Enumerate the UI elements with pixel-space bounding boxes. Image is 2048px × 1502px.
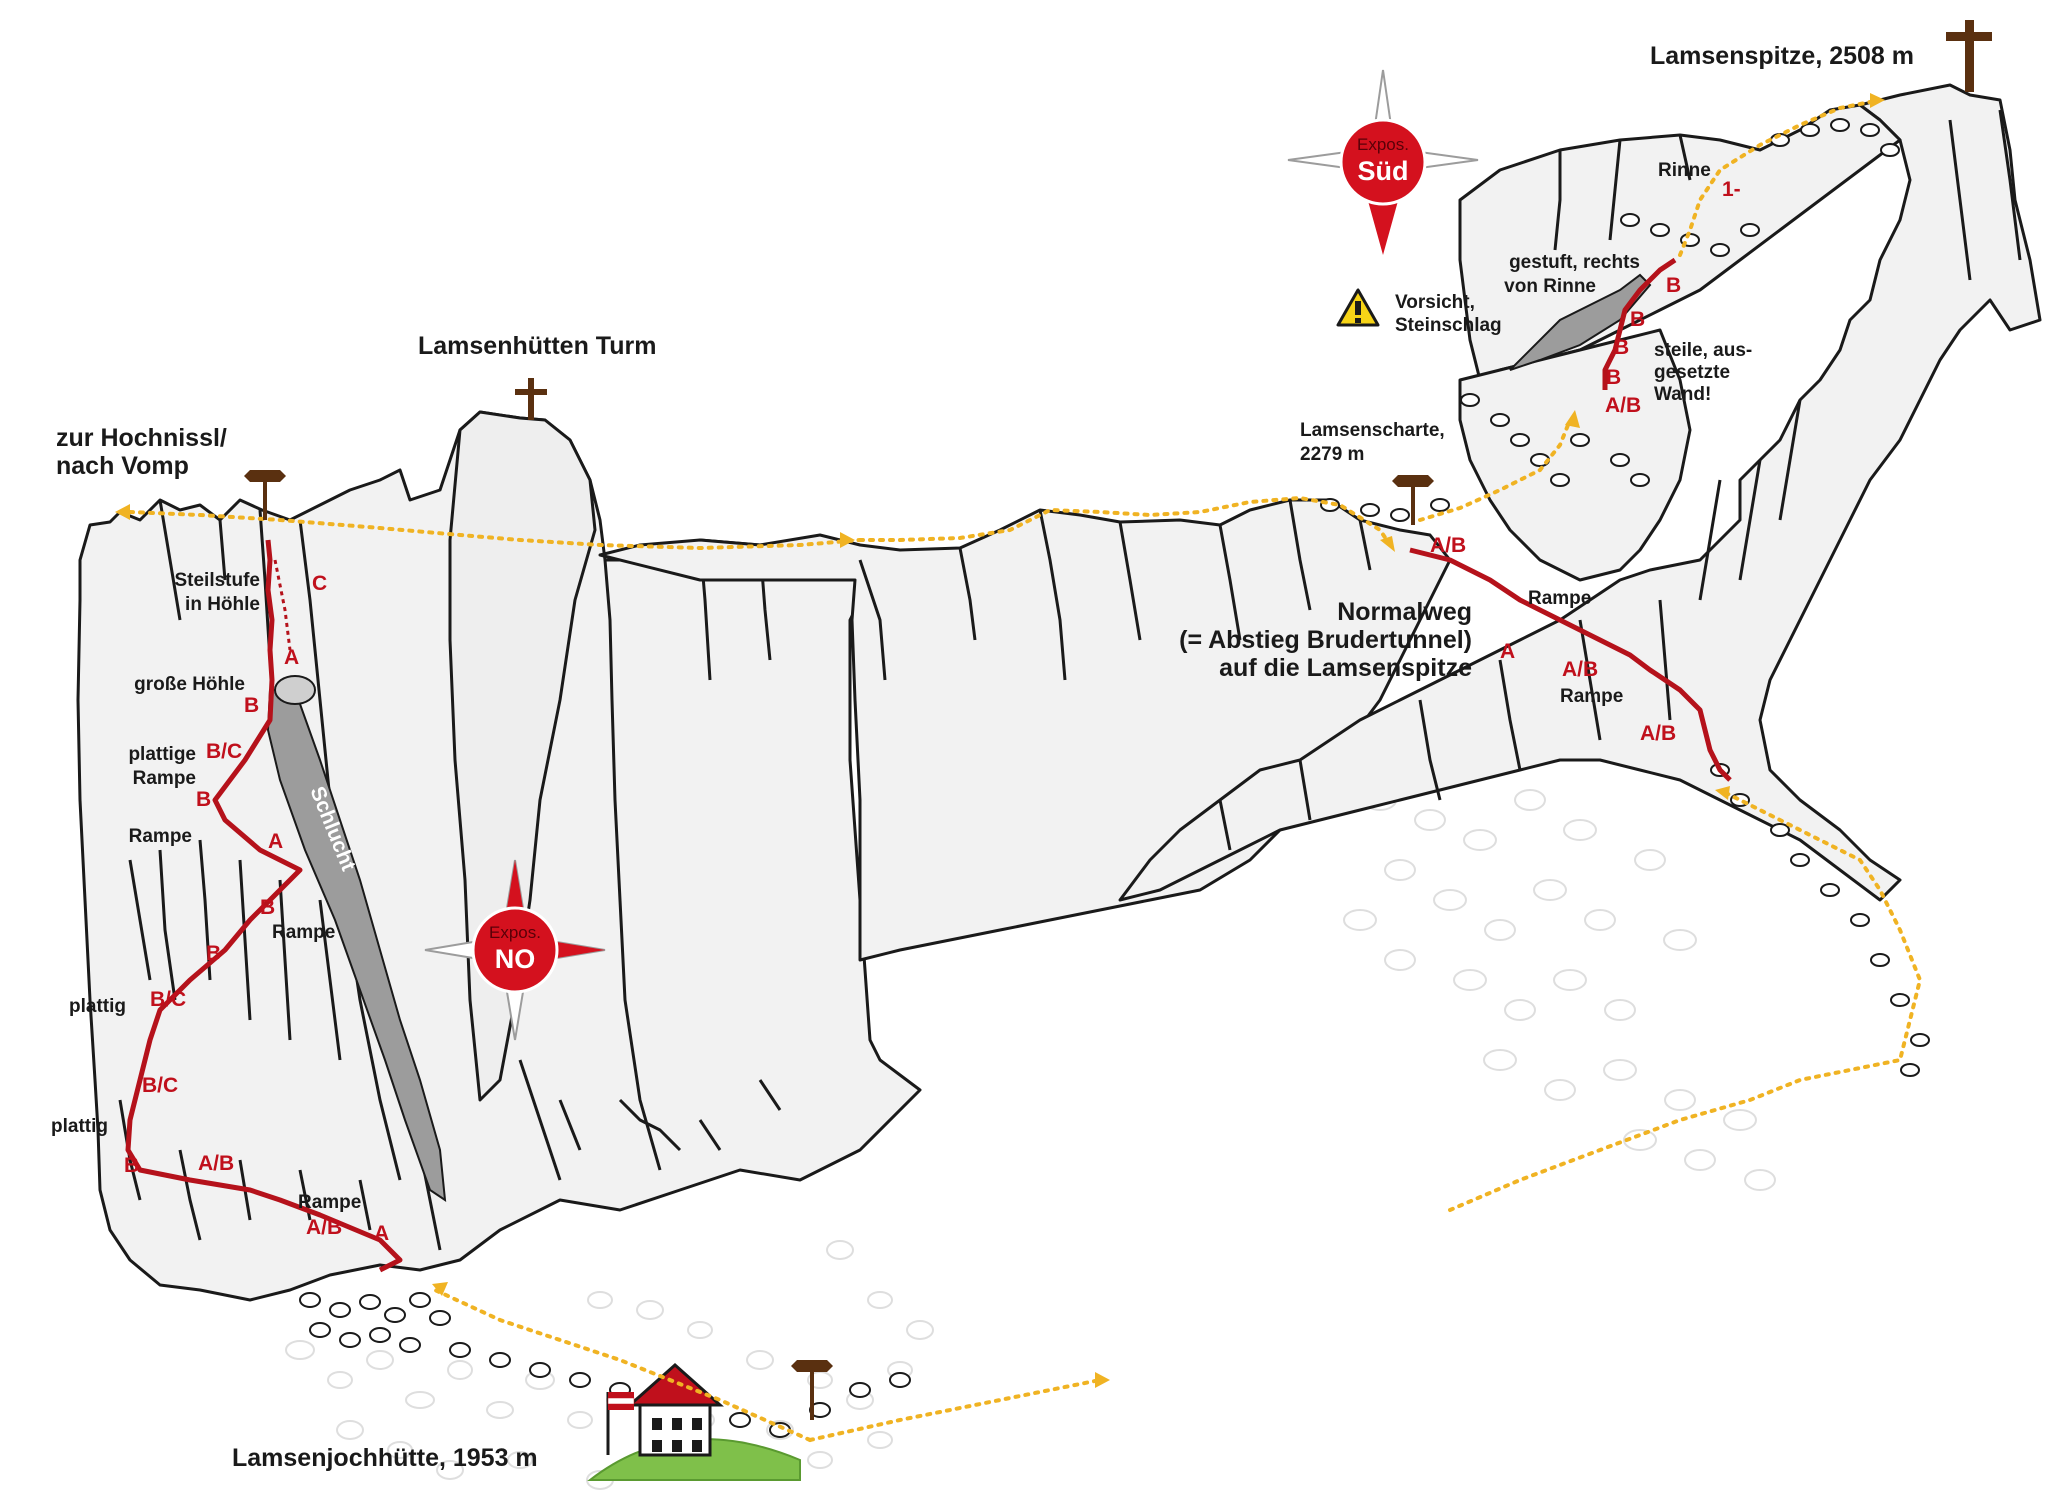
route-right-lower xyxy=(1409,547,1732,782)
note-grosse-hoehle: große Höhle xyxy=(134,674,245,695)
austria-flag-icon xyxy=(606,1392,635,1455)
compass-sued-direction: Süd xyxy=(1358,156,1409,186)
grade: B/C xyxy=(206,740,242,763)
note-gestuft-2: von Rinne xyxy=(1504,276,1596,297)
grade: B xyxy=(196,788,211,811)
grade: A/B xyxy=(1562,658,1598,681)
grade: B xyxy=(260,896,275,919)
note-steilstufe-2: in Höhle xyxy=(185,594,260,615)
grade: B xyxy=(1630,308,1645,331)
signpost-icon xyxy=(1392,475,1434,525)
grade: B/C xyxy=(142,1074,178,1097)
rock-wall-right xyxy=(1118,83,2042,902)
schlucht-gully xyxy=(266,689,447,1203)
note-plattige-1: plattige xyxy=(128,744,196,765)
summit-cross-icon xyxy=(1946,20,1992,92)
grade: A/B xyxy=(198,1152,234,1175)
note-rampe-1: Rampe xyxy=(129,826,192,847)
note-plattig-2: plattig xyxy=(51,1116,108,1137)
note-plattig-1: plattig xyxy=(69,996,126,1017)
grosse-hoehle-cave xyxy=(274,675,316,705)
warning-triangle-icon xyxy=(1336,288,1380,327)
note-steile-3: Wand! xyxy=(1654,384,1711,405)
hiking-paths xyxy=(128,100,1923,1442)
normalweg-2: (= Abstieg Brudertunnel) xyxy=(1179,626,1472,654)
grade: B xyxy=(206,942,221,965)
note-steilstufe-1: Steilstufe xyxy=(174,570,260,591)
grade: B/C xyxy=(150,988,186,1011)
compass-no-direction: NO xyxy=(495,944,536,974)
note-steile-2: gesetzte xyxy=(1654,362,1730,383)
note-plattige-2: Rampe xyxy=(133,768,196,789)
place-hochnissl-1: zur Hochnissl/ xyxy=(56,424,227,452)
grade: B xyxy=(1614,336,1629,359)
grade: B xyxy=(1606,366,1621,389)
warning-line-1: Vorsicht, xyxy=(1395,292,1475,313)
warning-line-2: Steinschlag xyxy=(1395,315,1502,336)
note-rinne: Rinne xyxy=(1658,160,1711,181)
grade: A/B xyxy=(1430,534,1466,557)
compass-sued-expos: Expos. xyxy=(1357,135,1409,154)
grade: B xyxy=(124,1154,139,1177)
note-rampe-b: Rampe xyxy=(1560,686,1623,707)
summit-label-lamsenhuetten-turm: Lamsenhütten Turm xyxy=(418,332,656,360)
hut-icon xyxy=(626,1362,724,1457)
signpost-icon xyxy=(244,470,286,520)
compass-sued: Expos. Süd xyxy=(1287,69,1479,255)
grade: A xyxy=(268,830,283,853)
normalweg-1: Normalweg xyxy=(1337,598,1472,626)
place-lamsenjochhuette: Lamsenjochhütte, 1953 m xyxy=(232,1444,538,1472)
note-rampe-a: Rampe xyxy=(1528,588,1591,609)
grade: A xyxy=(374,1222,389,1245)
compass-no-expos: Expos. xyxy=(489,923,541,942)
signpost-icon xyxy=(791,1360,833,1420)
normalweg-3: auf die Lamsenspitze xyxy=(1219,654,1472,682)
path-arrows xyxy=(115,93,1885,1388)
note-gestuft-1: gestuft, rechts xyxy=(1509,252,1640,273)
summit-label-lamsenspitze: Lamsenspitze, 2508 m xyxy=(1650,42,1914,70)
route-left-dotted xyxy=(273,559,292,651)
grade: 1- xyxy=(1722,178,1741,201)
right-gully xyxy=(1509,273,1652,371)
place-lamsenscharte-1: Lamsenscharte, xyxy=(1300,420,1445,441)
compass-no: Expos. NO xyxy=(424,859,606,1041)
grade: A/B xyxy=(1605,394,1641,417)
grade: A xyxy=(284,646,299,669)
note-rampe-3: Rampe xyxy=(298,1192,361,1213)
note-steile-1: steile, aus- xyxy=(1654,340,1752,361)
route-left xyxy=(125,539,403,1273)
scree-right xyxy=(1343,789,1776,1191)
grade: A/B xyxy=(1640,722,1676,745)
grade: B xyxy=(1666,274,1681,297)
grade: A xyxy=(1500,640,1515,663)
grade: B xyxy=(244,694,259,717)
place-hochnissl-2: nach Vomp xyxy=(56,452,189,480)
grade: A/B xyxy=(306,1216,342,1239)
note-rampe-2: Rampe xyxy=(272,922,335,943)
place-lamsenscharte-2: 2279 m xyxy=(1300,444,1364,465)
summit-cross-icon xyxy=(515,378,547,420)
grade: C xyxy=(312,572,327,595)
route-right-upper xyxy=(1602,257,1677,390)
